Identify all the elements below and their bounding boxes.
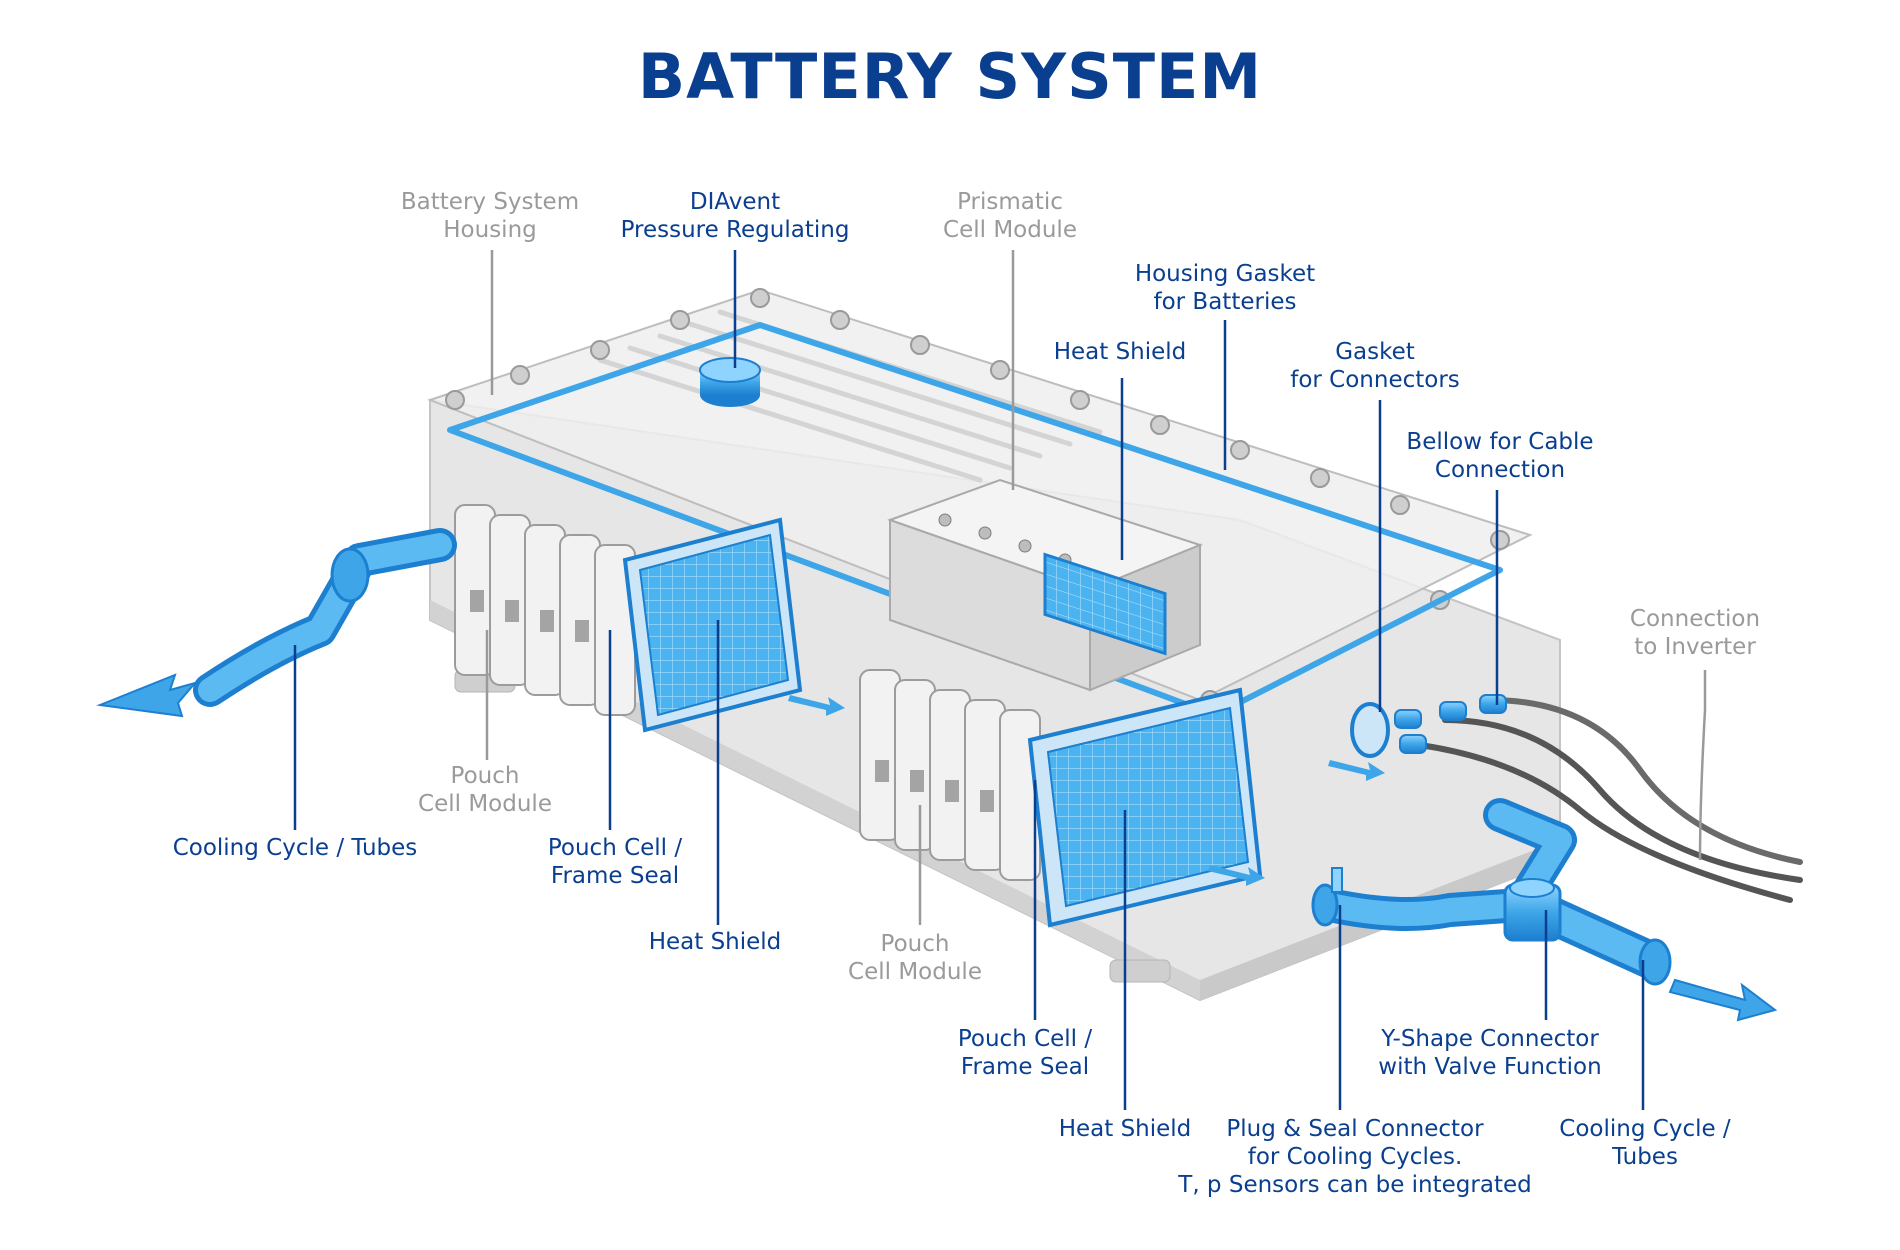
label-line: Pouch Cell /	[547, 835, 683, 861]
label-line: Cooling Cycle / Tubes	[172, 835, 418, 861]
pouch-cell-module-mid	[859, 669, 1041, 881]
inverter-cables	[1417, 697, 1803, 903]
label-line: Housing Gasket	[1134, 261, 1316, 287]
label-line: Battery System	[400, 189, 580, 215]
label-line: for Connectors	[1290, 367, 1460, 393]
label-line: Frame Seal	[960, 1054, 1090, 1080]
page-title: BATTERY SYSTEM	[637, 40, 1263, 113]
label-line: Prismatic	[957, 189, 1063, 215]
label-line: Pouch	[450, 763, 520, 789]
label-bellow-cable: Bellow for Cable Connection	[1395, 428, 1605, 484]
label-line: Heat Shield	[648, 929, 782, 955]
label-frame-seal-left: Pouch Cell / Frame Seal	[540, 834, 690, 890]
label-heat-shield-top: Heat Shield	[1040, 338, 1200, 366]
bellow-connectors	[1350, 694, 1507, 758]
label-housing-gasket: Housing Gasket for Batteries	[1130, 260, 1320, 316]
label-line: Pouch	[880, 931, 950, 957]
label-line: Cell Module	[943, 217, 1077, 243]
label-line: Bellow for Cable	[1406, 429, 1594, 455]
leader-lines	[293, 250, 1707, 1110]
label-connection-inverter: Connection to Inverter	[1620, 605, 1770, 661]
label-line: to Inverter	[1634, 634, 1756, 660]
label-prismatic-cell-module: Prismatic Cell Module	[930, 188, 1090, 244]
label-y-shape-connector: Y-Shape Connector with Valve Function	[1365, 1025, 1615, 1081]
label-line: with Valve Function	[1378, 1054, 1602, 1080]
label-line: DIAvent	[689, 189, 781, 215]
flow-arrows	[788, 695, 1385, 886]
label-line: Pressure Regulating	[620, 217, 850, 243]
label-plug-seal-connector: Plug & Seal Connector for Cooling Cycles…	[1165, 1115, 1545, 1199]
label-heat-shield-left: Heat Shield	[640, 928, 790, 956]
label-heat-shield-bottom: Heat Shield	[1045, 1115, 1205, 1143]
cooling-tube-left	[96, 528, 457, 718]
label-line: Y-Shape Connector	[1381, 1026, 1599, 1052]
label-pouch-cell-module-mid: Pouch Cell Module	[840, 930, 990, 986]
heat-shield-top	[1043, 552, 1167, 656]
y-shape-connector	[1503, 878, 1562, 942]
plug-seal-connector	[1311, 867, 1343, 927]
label-line: Heat Shield	[1058, 1116, 1192, 1142]
label-line: Connection	[1434, 457, 1566, 483]
label-line: Cell Module	[418, 791, 552, 817]
label-line: Connection	[1629, 606, 1761, 632]
label-line: Gasket	[1335, 339, 1415, 365]
label-line: Cooling Cycle /	[1559, 1116, 1731, 1142]
label-cooling-cycle-left: Cooling Cycle / Tubes	[170, 834, 420, 862]
label-line: for Cooling Cycles.	[1247, 1144, 1463, 1170]
label-line: Plug & Seal Connector	[1226, 1116, 1484, 1142]
label-gasket-for-connectors: Gasket for Connectors	[1280, 338, 1470, 394]
label-line: Heat Shield	[1053, 339, 1187, 365]
label-line: Tubes	[1612, 1144, 1678, 1170]
frame-seal-left	[622, 517, 803, 733]
label-line: for Batteries	[1153, 289, 1297, 315]
label-battery-system-housing: Battery System Housing	[400, 188, 580, 244]
label-line: T, p Sensors can be integrated	[1178, 1172, 1532, 1198]
pouch-cell-module-left	[454, 504, 636, 716]
label-line: Frame Seal	[550, 863, 680, 889]
label-diavent: DIAvent Pressure Regulating	[620, 188, 850, 244]
frame-seal-right	[1027, 687, 1263, 928]
heat-shield-bottom	[1046, 706, 1250, 908]
label-pouch-cell-module-left: Pouch Cell Module	[410, 762, 560, 818]
label-cooling-cycle-right: Cooling Cycle / Tubes	[1550, 1115, 1740, 1171]
label-line: Pouch Cell /	[957, 1026, 1093, 1052]
label-line: Housing	[443, 217, 537, 243]
heat-shield-left	[638, 533, 790, 717]
label-frame-seal-right: Pouch Cell / Frame Seal	[950, 1025, 1100, 1081]
diavent-valve	[699, 357, 761, 407]
label-line: Cell Module	[848, 959, 982, 985]
